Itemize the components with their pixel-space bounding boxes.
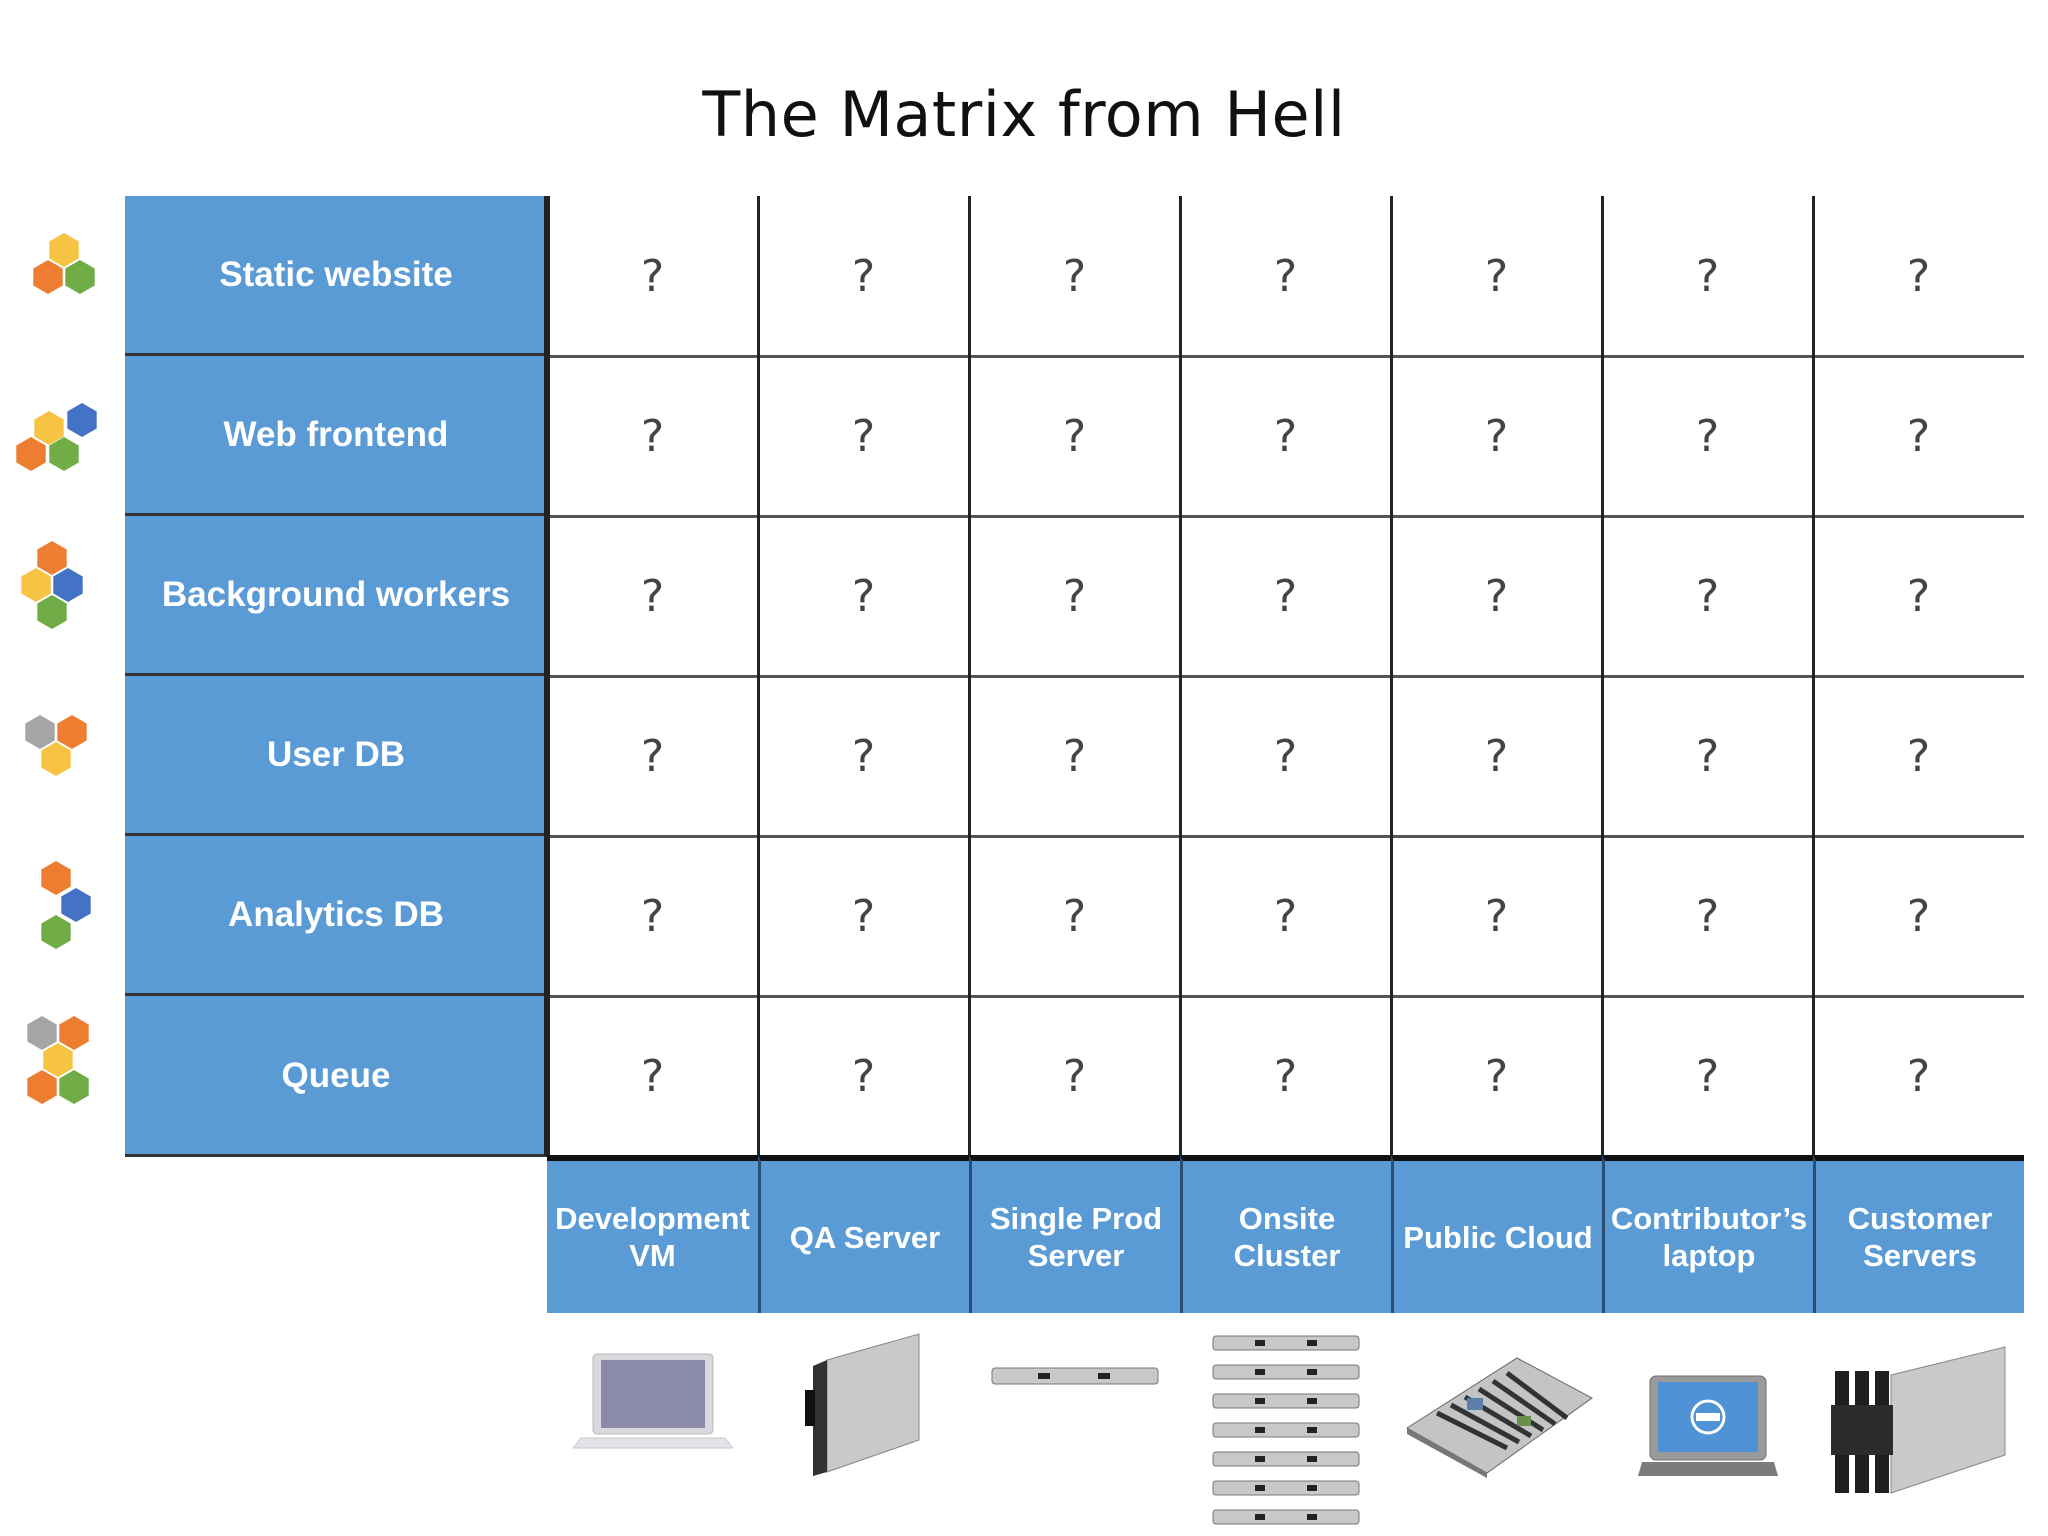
matrix-cell: ? <box>1273 730 1298 782</box>
matrix-cell: ? <box>1273 250 1298 302</box>
grid-row-divider <box>547 835 2024 838</box>
grid-column-divider <box>968 196 971 1156</box>
matrix-cell: ? <box>851 570 876 622</box>
matrix-cell: ? <box>1695 890 1720 942</box>
grid-row-divider <box>547 515 2024 518</box>
grid-column-divider <box>1179 196 1182 1156</box>
matrix-cell: ? <box>1062 250 1087 302</box>
page-title: The Matrix from Hell <box>702 78 1346 151</box>
matrix-cell: ? <box>851 730 876 782</box>
grid-column-divider <box>1390 196 1393 1156</box>
grid-column-divider <box>757 196 760 1156</box>
grid-row-divider <box>547 675 2024 678</box>
hexagon-cluster-icon <box>41 861 91 949</box>
hexagon-cluster-icon <box>21 541 83 629</box>
grid-left-border <box>544 196 550 1156</box>
row-label: User DB <box>125 676 547 836</box>
blade-server-icon <box>804 1333 919 1476</box>
grid-row-divider <box>547 355 2024 358</box>
rack-server-icon <box>991 1367 1158 1385</box>
dell-laptop-icon <box>1637 1375 1778 1476</box>
matrix-cell: ? <box>1484 410 1509 462</box>
laptop-icon <box>572 1353 733 1449</box>
matrix-cell: ? <box>1695 410 1720 462</box>
matrix-cell: ? <box>1484 570 1509 622</box>
grid-row-divider <box>547 995 2024 998</box>
matrix-cell: ? <box>851 410 876 462</box>
matrix-cell: ? <box>1695 1050 1720 1102</box>
matrix-cell: ? <box>851 1050 876 1102</box>
matrix-cell: ? <box>1062 730 1087 782</box>
matrix-cell: ? <box>1062 410 1087 462</box>
matrix-cell: ? <box>640 1050 665 1102</box>
matrix-cell: ? <box>640 890 665 942</box>
motherboard-icon <box>1405 1357 1593 1478</box>
matrix-cell: ? <box>1062 570 1087 622</box>
matrix-cell: ? <box>1906 730 1931 782</box>
row-block-bottom-line <box>125 1154 547 1157</box>
server-cluster-icon <box>1212 1335 1359 1525</box>
grid-column-divider <box>1812 196 1815 1156</box>
matrix-cell: ? <box>1273 890 1298 942</box>
row-label: Web frontend <box>125 356 547 516</box>
hexagon-cluster-icon <box>33 233 95 294</box>
matrix-cell: ? <box>1695 730 1720 782</box>
matrix-cell: ? <box>1484 890 1509 942</box>
row-label: Analytics DB <box>125 836 547 996</box>
column-label: QA Server <box>758 1155 969 1313</box>
hexagon-cluster-icon <box>27 1016 89 1104</box>
matrix-cell: ? <box>1906 410 1931 462</box>
row-label: Background workers <box>125 516 547 676</box>
matrix-cell: ? <box>1273 570 1298 622</box>
matrix-cell: ? <box>640 250 665 302</box>
matrix-cell: ? <box>640 410 665 462</box>
matrix-cell: ? <box>1484 730 1509 782</box>
matrix-cell: ? <box>851 250 876 302</box>
blade-servers-icon <box>1830 1346 2005 1494</box>
row-label: Queue <box>125 996 547 1156</box>
column-label: Onsite Cluster <box>1180 1155 1391 1313</box>
matrix-cell: ? <box>1906 570 1931 622</box>
matrix-cell: ? <box>1062 1050 1087 1102</box>
matrix-cell: ? <box>1695 250 1720 302</box>
hexagon-cluster-icon <box>25 715 87 776</box>
hexagon-cluster-icon <box>16 403 97 471</box>
matrix-cell: ? <box>1906 890 1931 942</box>
grid-column-divider <box>1601 196 1604 1156</box>
matrix-cell: ? <box>640 570 665 622</box>
matrix-cell: ? <box>1906 1050 1931 1102</box>
matrix-cell: ? <box>1273 410 1298 462</box>
matrix-cell: ? <box>640 730 665 782</box>
matrix-cell: ? <box>1906 250 1931 302</box>
matrix-cell: ? <box>1484 250 1509 302</box>
column-label: Customer Servers <box>1813 1155 2024 1313</box>
matrix-cell: ? <box>1062 890 1087 942</box>
matrix-cell: ? <box>1273 1050 1298 1102</box>
matrix-cell: ? <box>1695 570 1720 622</box>
row-label: Static website <box>125 196 547 356</box>
matrix-cell: ? <box>851 890 876 942</box>
matrix-cell: ? <box>1484 1050 1509 1102</box>
column-label: Public Cloud <box>1391 1155 1602 1313</box>
column-label: Contributor’s laptop <box>1602 1155 1813 1313</box>
column-label: Development VM <box>547 1155 758 1313</box>
column-label: Single Prod Server <box>969 1155 1180 1313</box>
